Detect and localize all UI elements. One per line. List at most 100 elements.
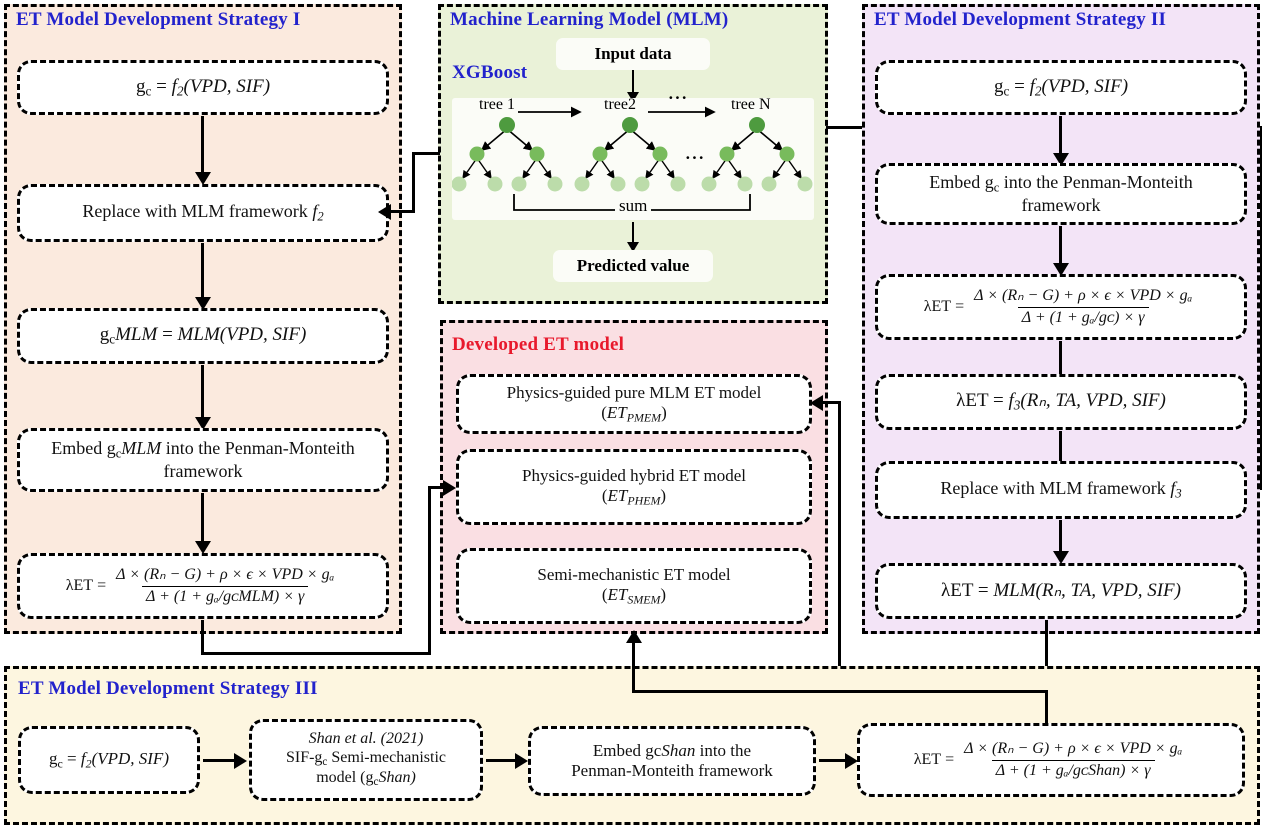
s2-n4-f-sub: 3 xyxy=(1013,398,1021,414)
mlm-arrow-input-line xyxy=(632,70,634,96)
conn-s1-to-phem-h xyxy=(201,652,431,655)
conn-mlm-to-s1-h-top xyxy=(412,152,440,155)
s1-arrow-1-line xyxy=(201,116,204,176)
mlm-ellipsis-mid: ··· xyxy=(685,148,706,167)
conn-mlm-to-s1-arrow xyxy=(378,204,391,220)
s3-arrow-2-line xyxy=(486,759,519,762)
dev-pmem-sub: PMEM xyxy=(626,410,662,425)
s3-arrow-3-line xyxy=(819,759,849,762)
s1-n1-eq: = xyxy=(156,75,167,97)
s1-arrow-3-head xyxy=(195,417,211,430)
s1-n5-eq: = xyxy=(97,576,107,594)
mlm-tree-diagram: tree 1 tree2 tree N ··· ··· sum xyxy=(451,88,814,220)
s1-n4-c: into the Penman-Monteith xyxy=(161,437,355,458)
s1-n3-lhs-tail: MLM xyxy=(115,324,158,346)
s2-n4-args: (Rₙ, TA, VPD, SIF) xyxy=(1020,390,1166,412)
s2-n5-text: Replace with MLM framework xyxy=(940,478,1171,499)
s1-n3-eq: = xyxy=(162,324,173,346)
s1-n1-lhs-sub: c xyxy=(145,83,152,99)
panel-mlm-subtitle: XGBoost xyxy=(452,62,528,83)
s3-n3-l1c: into the xyxy=(695,740,752,760)
s1-node-lambdaet: λET = Δ × (Rₙ − G) + ρ × ϵ × VPD × gₐ Δ … xyxy=(17,553,389,619)
dev-smem-paren-l: ( xyxy=(601,585,608,605)
mlm-tree-label-n: tree N xyxy=(731,96,771,113)
s1-arrow-2-line xyxy=(201,243,204,301)
s2-n3-eq: = xyxy=(955,297,965,315)
conn-s2-to-pmem-arrow xyxy=(810,395,823,411)
s1-n1-args: (VPD, SIF) xyxy=(183,75,271,97)
s2-n3-num: Δ × (Rₙ − G) + ρ × ϵ × VPD × gₐ xyxy=(974,286,1193,304)
conn-s3-to-smem-arrow xyxy=(626,630,642,643)
s3-n2-l3b: Shan) xyxy=(378,769,416,787)
dev-pmem-et: ET xyxy=(606,403,627,423)
s2-n5-f: f xyxy=(1170,478,1176,499)
dev-node-phem: Physics-guided hybrid ET model (ETPHEM) xyxy=(456,449,812,525)
dev-node-smem: Semi-mechanistic ET model (ETSMEM) xyxy=(456,548,812,624)
s3-n1-f: f xyxy=(80,749,86,769)
s3-arrow-3-head xyxy=(845,753,858,769)
s1-n5-den: Δ + (1 + gₐ/gᴄMLM) × γ xyxy=(141,585,309,607)
s1-n3-rhs: MLM(VPD, SIF) xyxy=(177,324,307,346)
s3-arrow-1-line xyxy=(203,759,238,762)
dev-phem-paren-r: ) xyxy=(660,486,667,506)
s1-node-gcmlm: gcMLM = MLM(VPD, SIF) xyxy=(17,308,389,364)
s2-n1-eq: = xyxy=(1014,75,1025,97)
panel-mlm-title: Machine Learning Model (MLM) xyxy=(450,9,729,30)
s1-n4-sub: c xyxy=(115,446,122,461)
s1-n2-f: f xyxy=(312,201,318,222)
s3-n4-lhs: λET xyxy=(913,750,942,768)
s1-n2-f-sub: 2 xyxy=(317,209,324,224)
s3-n1-lhs-sub: c xyxy=(57,756,63,771)
conn-mlm-to-s2-v xyxy=(1259,126,1262,490)
panel-strategy-2-title: ET Model Development Strategy II xyxy=(874,9,1167,30)
s1-arrow-4-head xyxy=(195,541,211,554)
s3-node-shan-model: Shan et al. (2021) SIF-gc Semi-mechanist… xyxy=(249,719,483,801)
conn-s3-to-smem-h xyxy=(632,690,1047,693)
s2-arrow-2-head xyxy=(1053,263,1069,276)
dev-node-pmem: Physics-guided pure MLM ET model (ETPMEM… xyxy=(456,374,812,434)
dev-smem-et: ET xyxy=(607,585,628,605)
s2-node-lambdaet-pm: λET = Δ × (Rₙ − G) + ρ × ϵ × VPD × gₐ Δ … xyxy=(875,274,1247,340)
conn-s1-to-phem-h2 xyxy=(428,486,446,489)
conn-s2-to-pmem-h2 xyxy=(822,401,841,404)
s2-arrow-2-line xyxy=(1059,226,1062,268)
conn-s1-to-phem-v2 xyxy=(428,486,431,654)
s3-n3-l2: Penman-Monteith framework xyxy=(571,761,773,780)
s1-n3-lhs-sub: c xyxy=(109,332,116,348)
dev-phem-sub: PHEM xyxy=(627,493,661,508)
s2-n3-den: Δ + (1 + gₐ/gᴄ) × γ xyxy=(1017,306,1149,328)
dev-phem-et: ET xyxy=(607,486,628,506)
s1-n4-d: framework xyxy=(163,461,243,482)
s2-n4-f: f xyxy=(1008,390,1014,412)
s2-n6-eq: = xyxy=(977,579,989,601)
s2-node-embed-pm: Embed gc into the Penman-Monteith framew… xyxy=(875,163,1247,225)
s2-n6-rhs: MLM(Rₙ, TA, VPD, SIF) xyxy=(993,579,1181,601)
dev-phem-line1: Physics-guided hybrid ET model xyxy=(522,466,746,486)
mlm-arrow-out-head xyxy=(627,242,639,252)
s3-n2-l3a: model (g xyxy=(316,769,374,787)
s3-n4-eq: = xyxy=(945,750,955,768)
s2-arrow-1-line xyxy=(1059,116,1062,158)
s2-n2-c: framework xyxy=(1021,195,1101,216)
s1-n5-lhs: λET xyxy=(65,576,94,594)
mlm-tree-label-1: tree 1 xyxy=(479,96,515,113)
s1-n5-num: Δ × (Rₙ − G) + ρ × ϵ × VPD × gₐ xyxy=(116,565,335,583)
s2-arrow-1-head xyxy=(1053,153,1069,166)
s2-arrow-5-line xyxy=(1059,520,1062,556)
s2-n1-lhs: g xyxy=(993,75,1004,97)
s2-node-lambdaet-mlm: λET = MLM(Rₙ, TA, VPD, SIF) xyxy=(875,563,1247,619)
s3-n4-den: Δ + (1 + gₐ/gᴄShan) × γ xyxy=(991,759,1155,781)
conn-s3-to-smem-v2 xyxy=(632,641,635,691)
s2-n1-args: (VPD, SIF) xyxy=(1041,75,1129,97)
dev-phem-paren-l: ( xyxy=(601,486,608,506)
s1-arrow-4-line xyxy=(201,493,204,545)
s2-arrow-3-line xyxy=(1059,341,1062,379)
s2-n6-lhs: λET xyxy=(941,579,974,601)
s3-n2-l2a: SIF-g xyxy=(285,749,323,767)
mlm-predicted-value-box: Predicted value xyxy=(553,250,713,282)
s3-n2-citation: Shan et al. (2021) xyxy=(308,730,424,748)
s1-node-replace-f2: Replace with MLM framework f2 xyxy=(17,184,389,242)
mlm-tree-label-2: tree2 xyxy=(604,96,636,113)
panel-strategy-3-title: ET Model Development Strategy III xyxy=(18,678,318,699)
